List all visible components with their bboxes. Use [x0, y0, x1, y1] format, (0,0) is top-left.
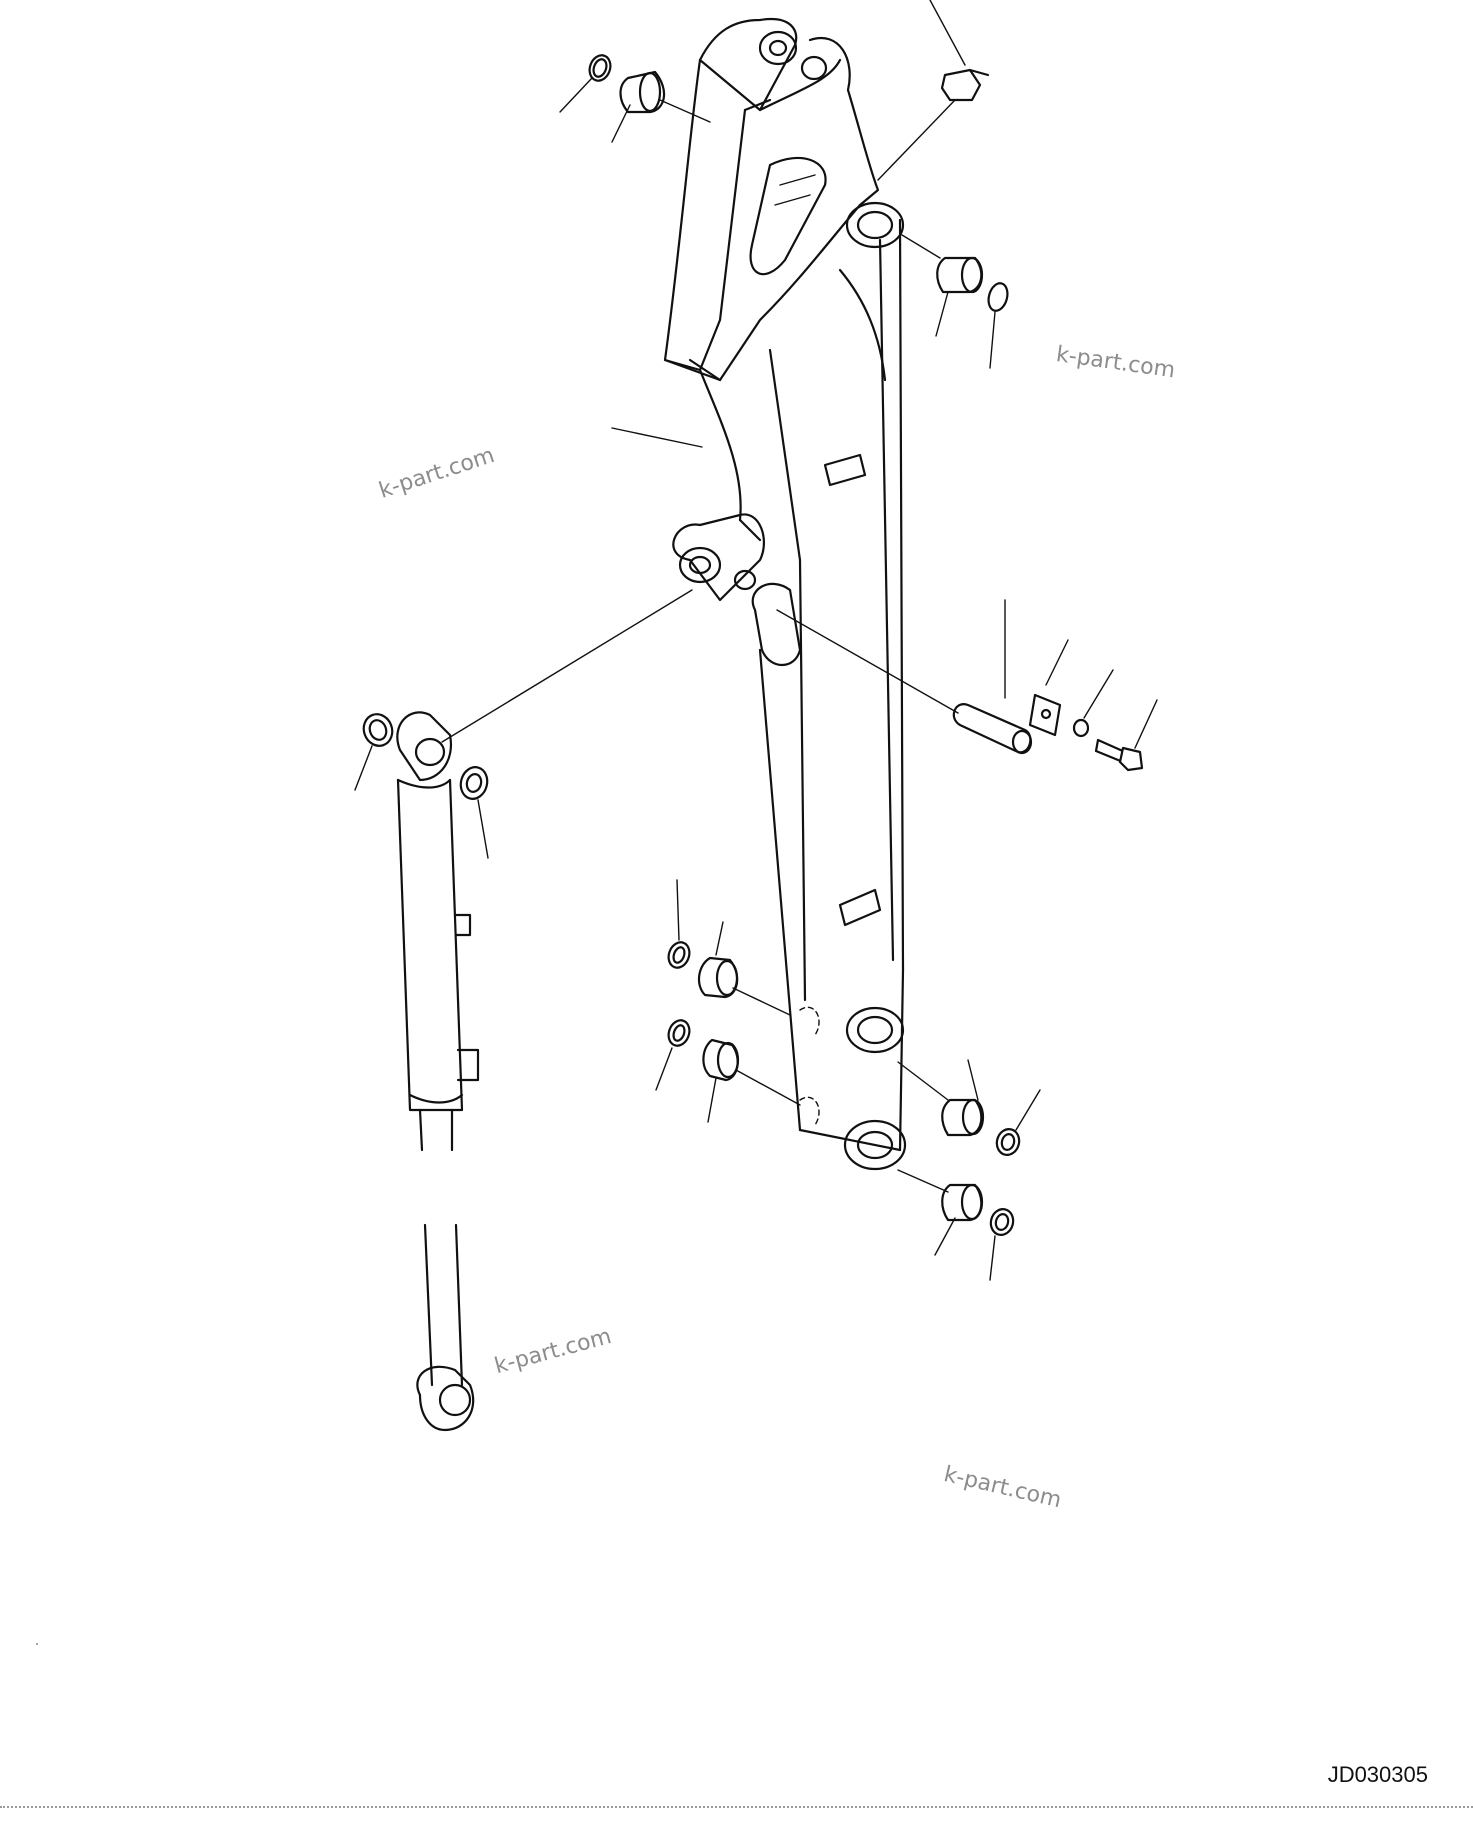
- bushings-lower-right: [941, 1098, 1021, 1236]
- arm-cylinder: [396, 711, 480, 1432]
- bushing-top-left: [588, 54, 666, 114]
- bushing-right-upper: [936, 256, 1009, 312]
- drawing-code: JD030305: [1327, 1762, 1428, 1787]
- arm-pin-set: [952, 693, 1144, 772]
- bottom-border: [0, 1806, 1473, 1808]
- leader-lines: [354, 0, 1158, 1281]
- cylinder-washers: [362, 713, 489, 800]
- bushings-lower-left: [667, 941, 740, 1082]
- arm-body: [663, 17, 907, 1171]
- grease-fitting: [940, 68, 990, 102]
- speck: [36, 1643, 38, 1645]
